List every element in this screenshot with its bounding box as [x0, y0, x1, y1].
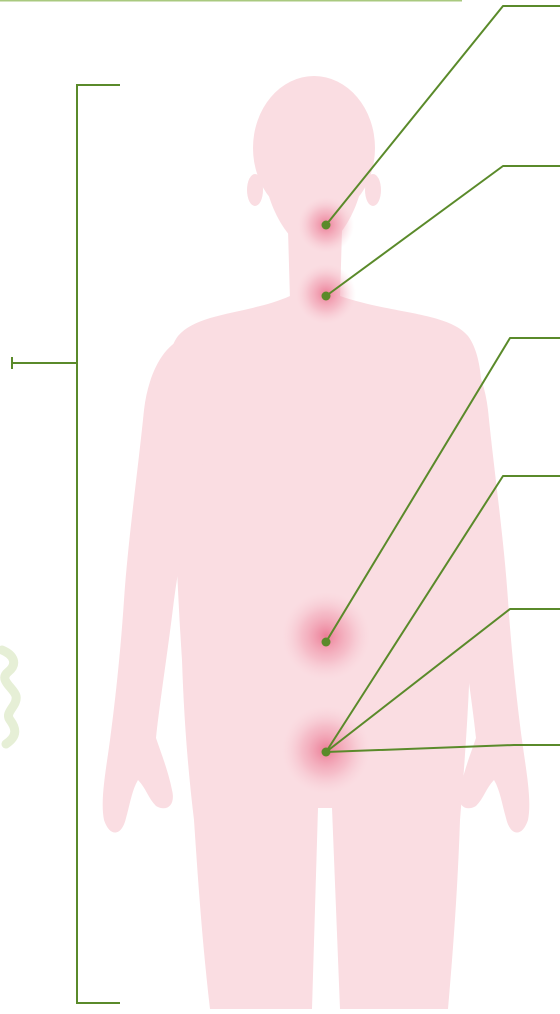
- hotspot-dot-icon: [322, 638, 331, 647]
- hotspot-dot-icon: [322, 748, 331, 757]
- hotspot-dot-icon: [322, 221, 331, 230]
- decor-squiggle: [2, 650, 16, 744]
- hotspot-upper-abdomen-glow: [282, 592, 370, 680]
- range-bracket-icon: [12, 85, 120, 1003]
- hotspot-dot-icon: [322, 292, 331, 301]
